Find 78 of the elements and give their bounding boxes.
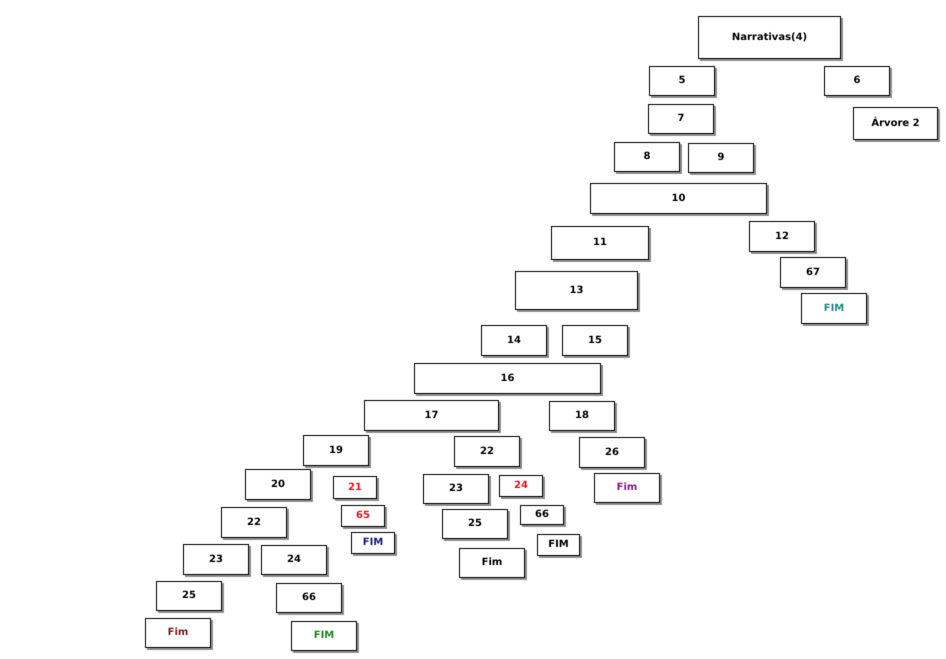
node-label: 10 bbox=[672, 192, 686, 204]
node-box bbox=[276, 583, 342, 613]
node-label: 67 bbox=[806, 266, 820, 278]
node-label: FIM bbox=[362, 537, 384, 549]
node-box bbox=[459, 548, 525, 578]
node-label: FIM bbox=[548, 539, 569, 551]
node-box bbox=[780, 257, 846, 288]
node-label: 19 bbox=[329, 444, 343, 456]
node-label: FIM bbox=[314, 630, 334, 642]
node-box bbox=[442, 509, 508, 539]
node-box bbox=[688, 143, 754, 173]
node-label: Narrativas(4) bbox=[732, 32, 808, 44]
node-label: 25 bbox=[182, 590, 196, 602]
node-box bbox=[648, 104, 714, 134]
node-label: 22 bbox=[480, 446, 494, 458]
node-label: Árvore 2 bbox=[871, 118, 920, 130]
node-label: 25 bbox=[468, 518, 482, 530]
node-label: 6 bbox=[854, 75, 860, 87]
node-label: Fim bbox=[616, 482, 638, 494]
node-box bbox=[749, 221, 815, 252]
node-label: 7 bbox=[678, 113, 684, 125]
node-label: 23 bbox=[449, 483, 463, 495]
node-box bbox=[351, 532, 395, 554]
node-label: Fim bbox=[168, 627, 188, 639]
node-label: 66 bbox=[535, 509, 549, 521]
node-box bbox=[590, 183, 767, 214]
node-label: 5 bbox=[678, 75, 686, 87]
node-box bbox=[364, 400, 499, 431]
node-box bbox=[291, 621, 357, 651]
node-box bbox=[698, 16, 841, 59]
node-box bbox=[515, 271, 638, 310]
node-box bbox=[454, 436, 520, 467]
node-label: 11 bbox=[593, 237, 607, 249]
node-label: Fim bbox=[482, 557, 502, 569]
node-box bbox=[549, 401, 615, 431]
node-label: 20 bbox=[271, 478, 285, 490]
node-box bbox=[183, 544, 249, 575]
node-label: 22 bbox=[247, 516, 261, 528]
node-box bbox=[423, 474, 489, 504]
node-box bbox=[245, 469, 311, 500]
node-label: 26 bbox=[605, 446, 619, 458]
node-box bbox=[261, 545, 327, 575]
node-box bbox=[414, 363, 601, 394]
node-label: 65 bbox=[356, 510, 370, 522]
node-box bbox=[801, 293, 867, 324]
node-box bbox=[481, 325, 547, 356]
node-label: 8 bbox=[644, 151, 650, 163]
node-label: 24 bbox=[514, 480, 528, 492]
node-label: 21 bbox=[348, 482, 362, 494]
node-label: 9 bbox=[718, 152, 724, 164]
node-box bbox=[614, 142, 680, 172]
node-box bbox=[562, 325, 628, 356]
node-box bbox=[145, 618, 211, 648]
node-box bbox=[156, 581, 222, 611]
node-box bbox=[853, 107, 938, 140]
node-label: 14 bbox=[507, 334, 521, 346]
node-box bbox=[333, 476, 377, 499]
node-label: FIM bbox=[824, 302, 844, 314]
node-box bbox=[649, 66, 715, 96]
node-box bbox=[341, 505, 385, 527]
node-label: 66 bbox=[302, 592, 316, 604]
node-label: 13 bbox=[570, 284, 584, 296]
node-label: 24 bbox=[287, 554, 301, 566]
node-label: 23 bbox=[209, 554, 223, 566]
node-label: 16 bbox=[500, 372, 514, 384]
node-box bbox=[537, 534, 580, 556]
node-label: 18 bbox=[575, 410, 589, 422]
node-box bbox=[579, 437, 645, 468]
node-box bbox=[499, 475, 543, 497]
node-box bbox=[551, 226, 649, 260]
node-box bbox=[594, 473, 660, 503]
node-box bbox=[824, 66, 890, 96]
node-box bbox=[303, 435, 369, 466]
node-label: 15 bbox=[588, 334, 602, 346]
node-label: 12 bbox=[775, 230, 789, 242]
node-label: 17 bbox=[424, 410, 438, 422]
node-box bbox=[221, 507, 287, 538]
node-box bbox=[520, 505, 564, 525]
